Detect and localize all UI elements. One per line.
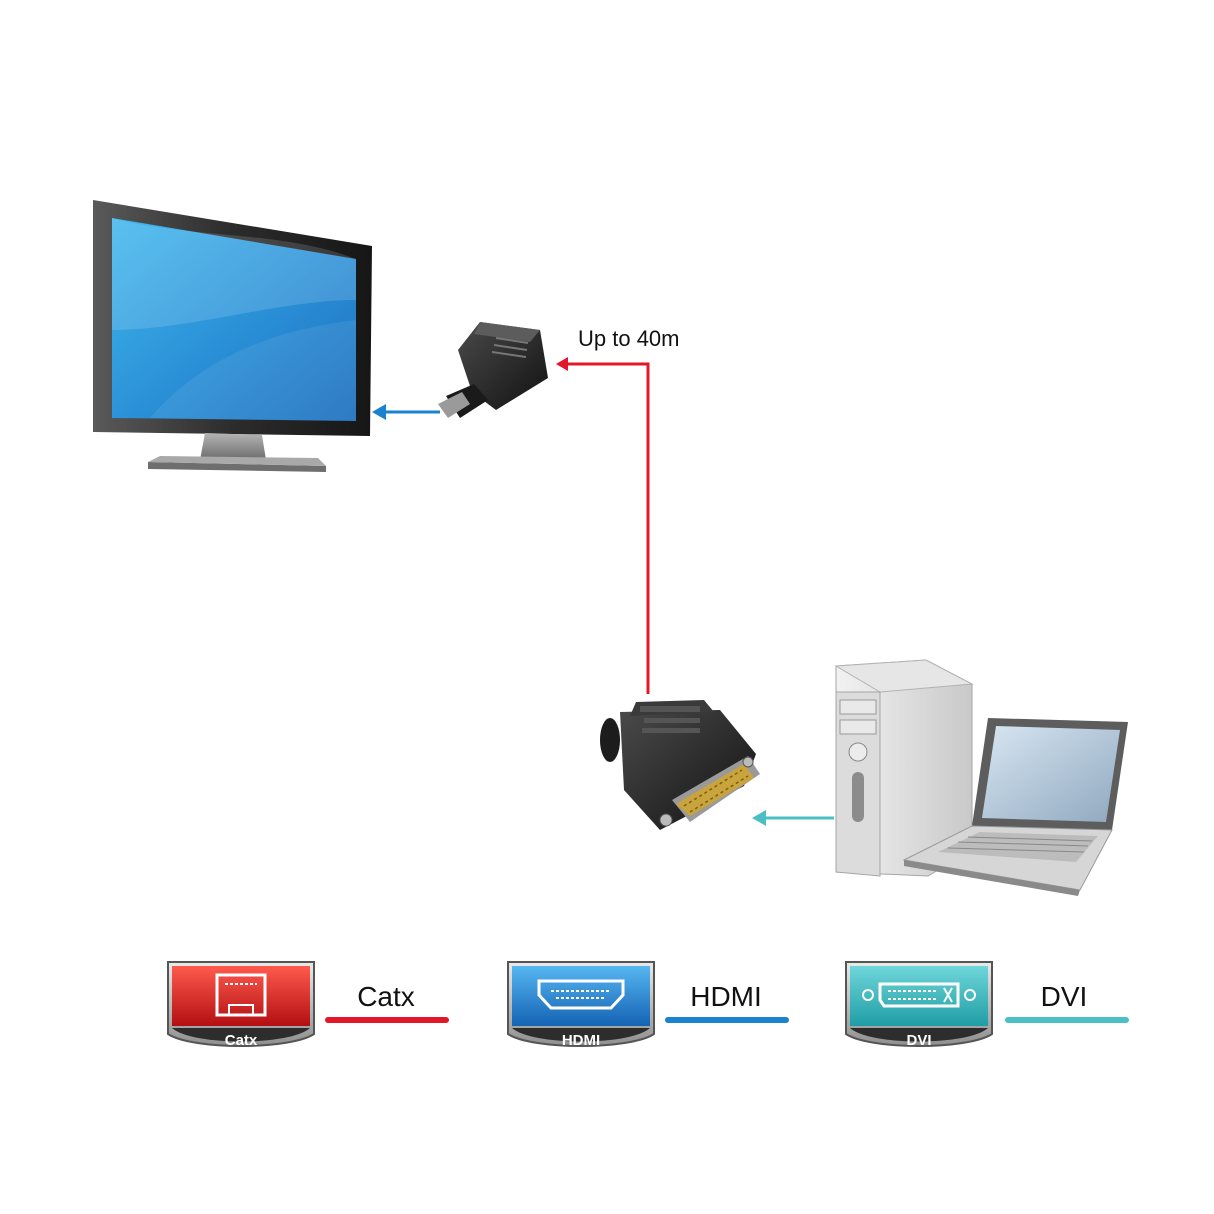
catx-cable-path	[556, 357, 650, 694]
legend-dvi-badge-text: DVI	[906, 1032, 931, 1049]
dvi-port-icon	[862, 982, 976, 1008]
desktop-tower	[834, 659, 974, 877]
legend-dvi: DVI DVI	[845, 961, 1129, 1049]
legend-hdmi-label: HDMI	[690, 981, 762, 1012]
dvi-transmitter-adapter	[600, 700, 760, 830]
legend-catx-badge-text: Catx	[225, 1032, 258, 1049]
dvi-input-arrow	[752, 810, 834, 826]
legend-hdmi: HDMI HDMI	[507, 961, 789, 1049]
hdmi-output-arrow	[372, 404, 440, 420]
legend-catx-label: Catx	[357, 981, 415, 1012]
hdmi-receiver-adapter	[438, 322, 548, 418]
ethernet-port-icon	[215, 973, 267, 1017]
legend-dvi-label: DVI	[1041, 981, 1088, 1012]
legend-catx: Catx Catx	[167, 961, 449, 1049]
hdmi-port-icon	[537, 979, 625, 1010]
legend-hdmi-badge-text: HDMI	[562, 1032, 600, 1049]
catx-arrowhead	[556, 357, 568, 371]
monitor	[93, 200, 372, 472]
laptop	[902, 718, 1128, 896]
distance-label: Up to 40m	[578, 326, 680, 351]
